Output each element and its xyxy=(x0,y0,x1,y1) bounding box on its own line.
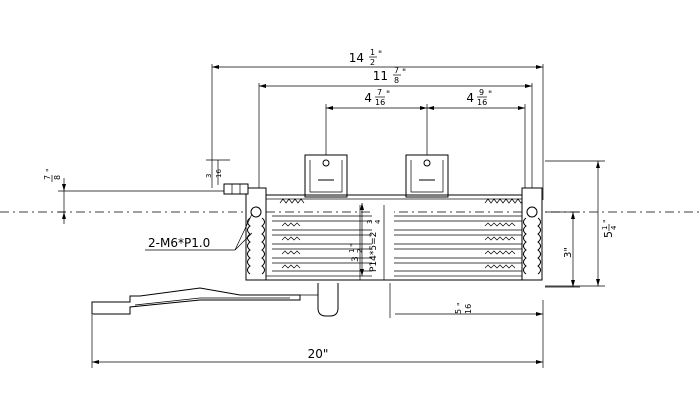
dimension-bracket-spacing: 4 7 16 " 4 9 16 " xyxy=(325,88,526,192)
dim-inner-top-num: 7 xyxy=(394,66,399,75)
dim-overall-top-num: 1 xyxy=(370,48,375,57)
mounting-bracket-right xyxy=(405,154,449,198)
thread-callout-text: 2-M6*P1.0 xyxy=(148,236,210,250)
dim-height-total-den: 4 xyxy=(610,225,618,230)
dimension-overall-top: 14 1 2 " xyxy=(211,48,544,200)
dimension-core-height: 3 1 2 " P14*5=2 3 4 xyxy=(348,203,382,276)
dim-bottom-small-num: 5 xyxy=(454,309,463,314)
dimension-right-heights: 5 1 4 " 3" xyxy=(545,160,618,288)
dim-right-span-unit: " xyxy=(488,90,492,100)
dim-inner-top-den: 8 xyxy=(394,76,399,85)
dim-height-core: 3" xyxy=(563,247,574,258)
dim-fitting-small-num: 3 xyxy=(205,174,213,178)
right-end-tank xyxy=(521,187,543,281)
dim-left-span-num: 7 xyxy=(377,88,382,97)
pitch-label-num: 3 xyxy=(366,220,374,224)
dim-core-height-den: 2 xyxy=(356,249,364,253)
dim-left-span-unit: " xyxy=(386,90,390,100)
dim-left-offset-den: 8 xyxy=(53,175,62,180)
dim-core-height-unit: " xyxy=(349,243,358,247)
dim-core-height-num: 1 xyxy=(348,249,356,253)
cooler-core xyxy=(249,194,541,281)
dim-core-height-prefix: 3 xyxy=(351,256,361,262)
pitch-label-prefix: P14*5=2 xyxy=(369,232,379,272)
dim-left-offset-num: 7 xyxy=(43,175,52,180)
inlet-fitting xyxy=(223,183,249,195)
dim-right-span-whole: 4 xyxy=(466,91,474,105)
dim-bottom-overall: 20" xyxy=(308,347,329,361)
dimension-left-offset: 7 8 " xyxy=(43,168,232,224)
thread-callout: 2-M6*P1.0 xyxy=(145,213,253,251)
dim-height-total-num: 1 xyxy=(601,226,609,230)
dimension-inner-top: 11 7 8 " xyxy=(258,66,533,190)
mounting-bracket-left xyxy=(304,154,348,198)
dimension-bottom-overall: 20" xyxy=(91,300,544,368)
dim-fitting-small-den: 16 xyxy=(215,169,223,178)
dim-right-span-num: 9 xyxy=(479,88,484,97)
dim-overall-top-whole: 14 xyxy=(349,51,364,65)
dim-inner-top-unit: " xyxy=(402,68,406,78)
dim-bottom-small-den: 16 xyxy=(464,304,473,314)
dim-height-total-unit: " xyxy=(602,219,611,223)
dim-left-span-den: 16 xyxy=(375,98,385,107)
dim-left-offset-unit: " xyxy=(45,168,54,172)
left-end-tank xyxy=(245,187,267,281)
dim-right-span-den: 16 xyxy=(477,98,487,107)
outlet-tube xyxy=(91,283,339,317)
dim-overall-top-den: 2 xyxy=(370,58,375,67)
dim-left-span-whole: 4 xyxy=(364,91,372,105)
pitch-label-den: 4 xyxy=(374,219,382,224)
dimension-bottom-small: 5 16 " xyxy=(389,283,543,318)
dim-bottom-small-unit: " xyxy=(456,302,465,306)
dimension-fitting-small: 3 16 xyxy=(205,159,230,185)
plate-lines xyxy=(272,215,525,272)
dim-height-total-whole: 5 xyxy=(602,231,615,238)
dim-overall-top-unit: " xyxy=(378,50,382,60)
dim-inner-top-whole: 11 xyxy=(373,69,388,83)
